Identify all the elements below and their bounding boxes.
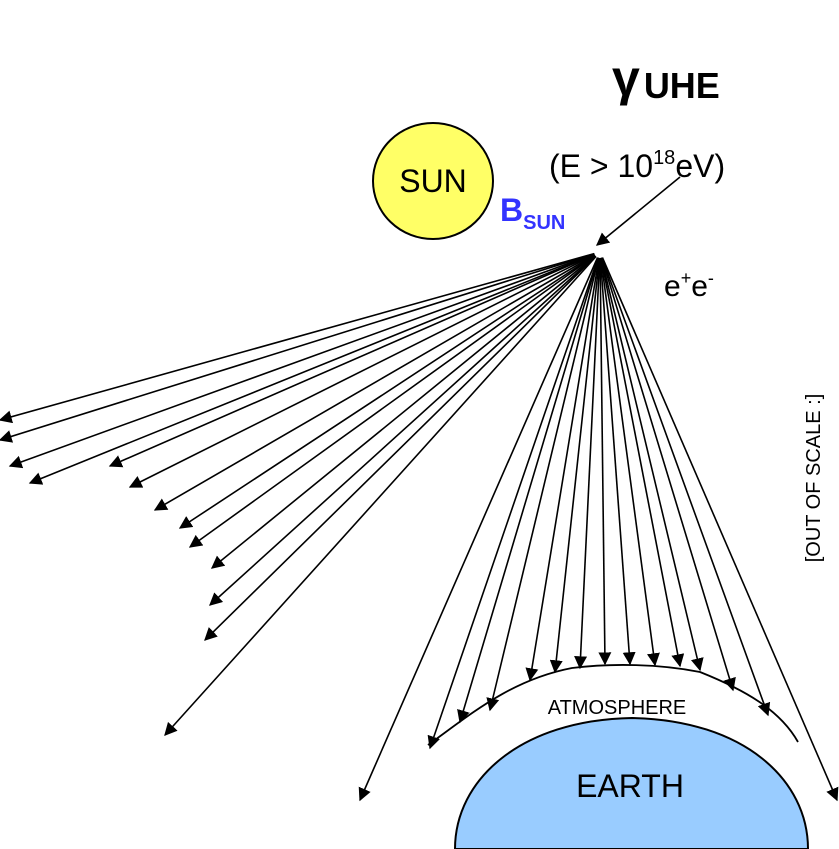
cascade-ray-arrow [601,257,771,717]
cascade-ray-arrow [188,254,596,548]
cascade-ray-arrow [108,253,595,468]
cascade-ray-arrow [209,255,597,606]
earth-shape [453,716,810,849]
cascade-ray-arrow [457,257,600,724]
cascade-ray-arrow [574,257,601,670]
cascade-ray-arrow [0,253,595,443]
energy-label: (E > 1018eV) [549,147,725,184]
pair-label: e+e- [664,268,714,303]
cascade-ray-arrow [128,253,595,488]
cascade-ray-arrow [358,257,599,802]
cascade-ray-arrow [8,253,595,469]
cascade-ray-arrow [549,257,601,674]
cascade-ray-arrow [598,257,612,666]
cascade-ray-arrow [601,257,839,802]
bsun-label: BSUN [500,192,565,234]
earth-label: EARTH [576,768,684,804]
cascade-ray-arrow [599,257,636,666]
cascade-ray-arrow [600,257,660,667]
cascade-ray-arrow [600,257,736,692]
incoming-photon-arrow [595,176,681,246]
sun-shape [372,122,494,240]
cascade-ray-arrow [427,257,599,750]
cascade-ray-arrow [28,253,595,485]
cascade-ray-arrow [486,257,600,712]
cascade-ray-arrow [525,257,600,682]
cascade-ray-arrow [210,255,596,569]
sun-label: SUN [399,163,467,199]
cascade-ray-arrow [178,254,596,529]
cascade-ray-arrow [0,252,595,424]
cascade-ray-arrow [600,257,704,672]
cascade-ray-arrow [153,254,596,511]
cascade-rays [0,252,839,802]
cascade-ray-arrow [164,255,597,736]
scale-note: [OUT OF SCALE :] [803,394,825,563]
cascade-ray-arrow [600,257,685,668]
cascade-ray-arrow [204,255,597,641]
atmosphere-label: ATMOSPHERE [548,697,687,719]
